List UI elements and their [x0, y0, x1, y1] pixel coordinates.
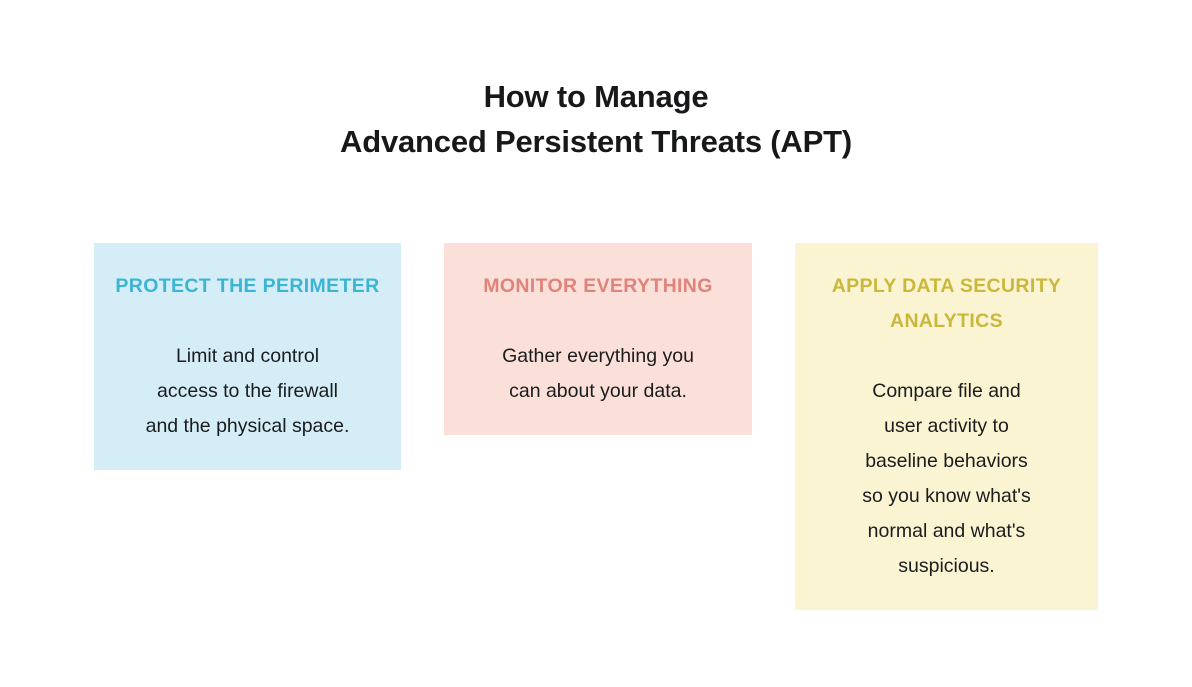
card-body-monitor-everything: Gather everything you can about your dat… [458, 339, 738, 409]
card-body-line-3: baseline behaviors [865, 450, 1028, 472]
card-heading-line-2: SECURITY ANALYTICS [890, 275, 1062, 332]
card-body-line-3: and the physical space. [145, 415, 350, 437]
card-heading-line-1: MONITOR [483, 275, 578, 297]
cards-row: PROTECT THE PERIMETER Limit and control … [94, 243, 1098, 610]
card-body-line-5: normal and what's [867, 520, 1026, 542]
card-body-line-2: access to the firewall [157, 380, 338, 402]
card-body-line-1: Limit and control [175, 345, 320, 367]
card-body-line-6: suspicious. [898, 555, 995, 577]
card-body-line-2: user activity to [884, 415, 1009, 437]
card-body-line-1: Compare file and [872, 380, 1021, 402]
card-heading-protect-the-perimeter: PROTECT THE PERIMETER [108, 269, 387, 304]
card-body-apply-data-security-analytics: Compare file and user activity to baseli… [809, 374, 1084, 584]
card-heading-line-2: PERIMETER [262, 275, 380, 297]
card-heading-line-1: PROTECT THE [115, 275, 257, 297]
card-apply-data-security-analytics: APPLY DATA SECURITY ANALYTICS Compare fi… [795, 243, 1098, 610]
card-protect-the-perimeter: PROTECT THE PERIMETER Limit and control … [94, 243, 401, 470]
page-title-line-2: Advanced Persistent Threats (APT) [340, 124, 852, 159]
page-title-line-1: How to Manage [483, 79, 709, 114]
page-title: How to Manage Advanced Persistent Threat… [0, 74, 1192, 164]
card-monitor-everything: MONITOR EVERYTHING Gather everything you… [444, 243, 752, 435]
card-heading-apply-data-security-analytics: APPLY DATA SECURITY ANALYTICS [809, 269, 1084, 339]
card-heading-line-2: EVERYTHING [583, 275, 713, 297]
card-body-line-1: Gather everything you [502, 345, 694, 367]
card-heading-line-1: APPLY DATA [831, 275, 955, 297]
card-body-protect-the-perimeter: Limit and control access to the firewall… [108, 339, 387, 444]
card-body-line-2: can about your data. [509, 380, 687, 402]
card-body-line-4: so you know what's [862, 485, 1031, 507]
card-heading-monitor-everything: MONITOR EVERYTHING [458, 269, 738, 304]
